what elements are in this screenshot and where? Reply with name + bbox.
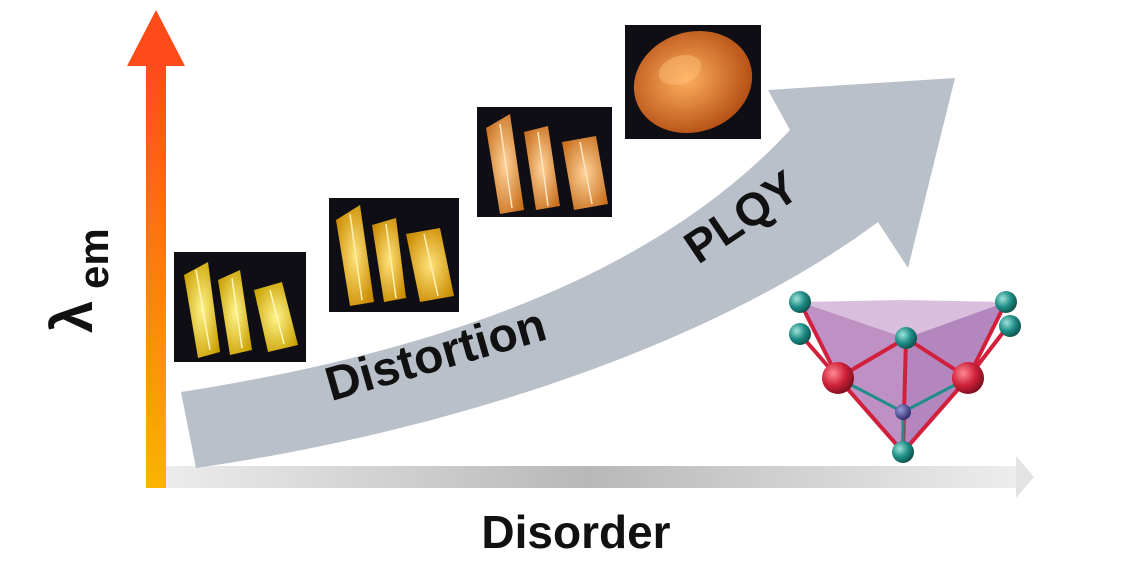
y-axis-symbol: λ bbox=[40, 301, 105, 333]
polyhedron-structure bbox=[789, 291, 1021, 463]
sample-photo-1 bbox=[174, 252, 306, 362]
atom-teal-6 bbox=[892, 441, 914, 463]
atom-center bbox=[895, 404, 911, 420]
atom-teal-3 bbox=[895, 327, 917, 349]
atom-teal-5 bbox=[999, 315, 1021, 337]
x-axis-arrow bbox=[158, 456, 1034, 498]
atom-red-right bbox=[952, 362, 984, 394]
main-curved-arrow bbox=[181, 78, 955, 468]
atom-teal-1 bbox=[789, 291, 811, 313]
atom-teal-2 bbox=[789, 323, 811, 345]
sample-photo-3 bbox=[477, 107, 612, 217]
y-axis-arrow bbox=[127, 10, 185, 488]
x-axis-label: Disorder bbox=[481, 506, 670, 558]
y-axis-label: λ em bbox=[40, 228, 117, 333]
atom-teal-4 bbox=[995, 291, 1017, 313]
sample-photo-4 bbox=[625, 25, 761, 139]
y-axis-subscript: em bbox=[70, 228, 117, 289]
sample-photo-2 bbox=[329, 198, 459, 312]
polyhedron-face-back bbox=[800, 300, 1006, 338]
atom-red-left bbox=[822, 362, 854, 394]
